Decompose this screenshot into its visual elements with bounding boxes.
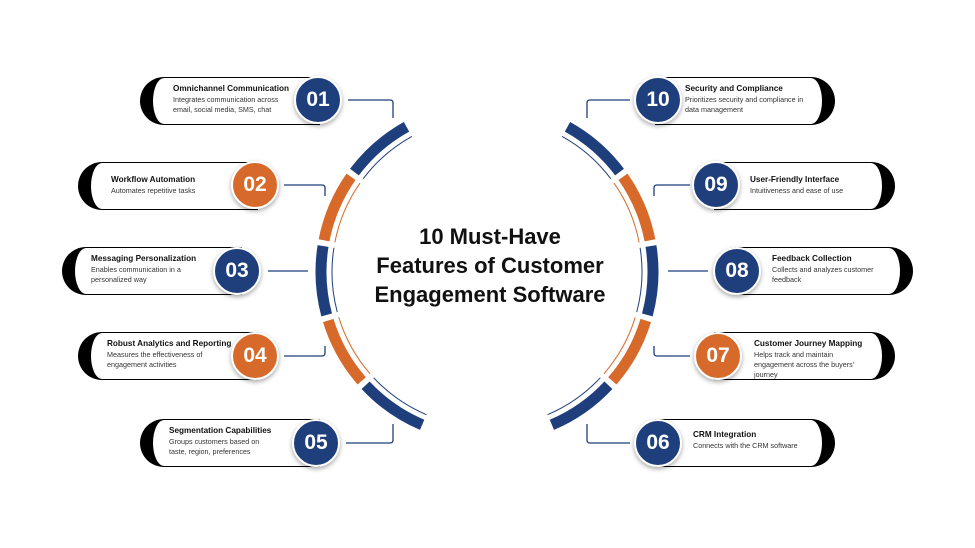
ring-segment-02	[318, 173, 356, 242]
feature-title: User-Friendly Interface	[750, 175, 840, 184]
connector-06	[586, 424, 630, 444]
feature-number-01: 01	[294, 76, 342, 124]
feature-desc: Connects with the CRM software	[693, 441, 798, 450]
feature-title: Robust Analytics and Reporting	[107, 339, 232, 348]
feature-desc: Prioritizes security and compliance in d…	[685, 95, 804, 114]
connector-01	[348, 99, 394, 118]
ring-segment-08	[642, 245, 659, 317]
feature-number-03: 03	[213, 247, 261, 295]
infographic-title: 10 Must-Have Features of Customer Engage…	[345, 222, 635, 309]
feature-title: Customer Journey Mapping	[754, 339, 863, 348]
ring-segment-01	[350, 122, 410, 176]
ring-segment-10	[564, 122, 624, 176]
ring-inner-line-08	[636, 247, 643, 313]
ring-inner-line-05	[373, 377, 427, 416]
ring-segment-06	[549, 381, 613, 430]
feature-title: Security and Compliance	[685, 84, 783, 93]
feature-number-10: 10	[634, 76, 682, 124]
feature-title: Omnichannel Communication	[173, 84, 290, 93]
feature-number-07: 07	[694, 332, 742, 380]
feature-number-02: 02	[231, 161, 279, 209]
feature-desc: Enables communication in a personalized …	[91, 265, 181, 284]
connector-10	[586, 99, 630, 118]
ring-inner-line-07	[603, 317, 636, 375]
feature-desc: Automates repetitive tasks	[111, 186, 196, 195]
title-line-1: 10 Must-Have	[419, 224, 561, 249]
title-line-3: Engagement Software	[374, 282, 606, 307]
feature-number-09: 09	[692, 161, 740, 209]
feature-number-08: 08	[713, 247, 761, 295]
title-line-2: Features of Customer	[376, 253, 604, 278]
feature-desc: Groups customers based on taste, region,…	[169, 437, 260, 456]
connector-04	[284, 346, 326, 357]
ring-inner-line-03	[331, 247, 338, 313]
feature-title: Feedback Collection	[772, 254, 852, 263]
feature-title: Messaging Personalization	[91, 254, 197, 263]
feature-title: Segmentation Capabilities	[169, 426, 272, 435]
feature-desc: Measures the effectiveness of engagement…	[107, 350, 203, 369]
connectors	[268, 99, 708, 444]
connector-07	[653, 346, 690, 357]
feature-title: CRM Integration	[693, 430, 757, 439]
feature-number-06: 06	[634, 419, 682, 467]
feature-desc: Intuitiveness and ease of use	[750, 186, 844, 195]
feature-title: Workflow Automation	[111, 175, 196, 184]
ring-segment-07	[608, 318, 652, 385]
ring-inner-line-10	[561, 135, 612, 180]
ring-segment-09	[618, 173, 656, 242]
ring-segment-03	[315, 245, 332, 317]
feature-desc: Helps track and maintain engagement acro…	[754, 350, 855, 379]
connector-02	[284, 184, 326, 196]
ring-segment-05	[361, 381, 425, 430]
feature-number-05: 05	[292, 419, 340, 467]
ring-inner-line-02	[334, 182, 361, 243]
ring-inner-line-04	[338, 317, 371, 375]
ring-inner-line-06	[547, 377, 601, 416]
ring-inner-line-09	[613, 182, 640, 243]
feature-number-04: 04	[231, 332, 279, 380]
ring-inner-line-01	[362, 135, 413, 180]
feature-desc: Collects and analyzes customer feedback	[772, 265, 874, 284]
connector-05	[346, 424, 394, 444]
ring-segment-04	[322, 318, 366, 385]
feature-desc: Integrates communication across email, s…	[173, 95, 279, 114]
connector-09	[653, 184, 690, 196]
